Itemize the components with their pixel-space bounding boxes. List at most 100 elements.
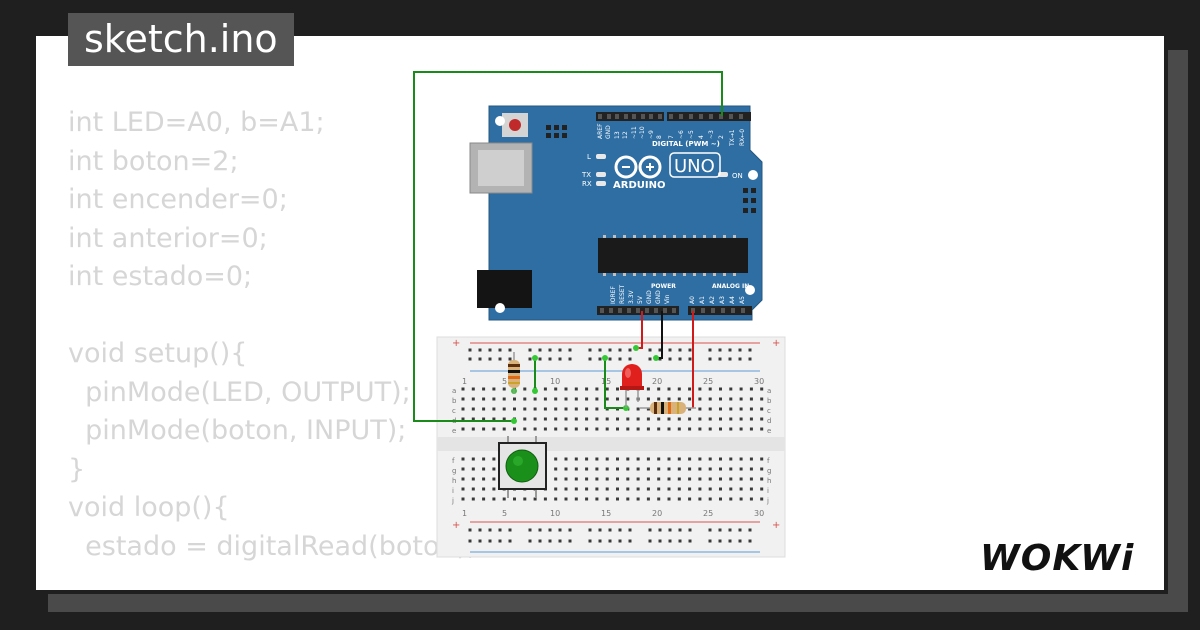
- power-pin-labels: IOREF RESET 3.3V 5V GND GND Vin: [610, 284, 671, 304]
- pin-label: RESET: [619, 284, 626, 304]
- wire-endpoints: [511, 345, 659, 424]
- pin-label: 2: [718, 135, 725, 139]
- brand-label: ARDUINO: [613, 180, 665, 191]
- row-letter: i: [452, 487, 454, 495]
- column-numbers-top: 1 5 10 15 20 25 30: [462, 377, 764, 386]
- row-letter: e: [767, 427, 771, 435]
- pin-label: GND: [605, 125, 612, 139]
- pin-label: A4: [729, 296, 736, 304]
- row-letter: j: [766, 497, 769, 505]
- red-led[interactable]: [620, 364, 644, 408]
- wokwi-logo-text: WOKWi: [980, 538, 1134, 578]
- l-label: L: [587, 153, 591, 161]
- row-letter: c: [767, 407, 771, 415]
- code-line: }: [68, 453, 86, 485]
- rail-sign: +: [772, 520, 780, 531]
- rx-label: RX: [582, 180, 592, 188]
- row-letter: e: [452, 427, 456, 435]
- wokwi-logo: WOKWi: [980, 538, 1134, 578]
- analog-pin-labels: A0 A1 A2 A3 A4 A5: [689, 296, 746, 304]
- code-line: int LED=A0, b=A1;: [68, 107, 325, 138]
- column-number: 30: [754, 377, 764, 386]
- code-line: estado = digitalRead(boton);: [68, 530, 477, 562]
- code-line: pinMode(LED, OUTPUT);: [68, 376, 411, 408]
- pin-label: A5: [739, 296, 746, 304]
- row-letter: c: [452, 407, 456, 415]
- code-line: int encender=0;: [68, 184, 288, 215]
- breadboard: + + + + 1 5 10 15 20 25 30 1 5 10 15 20 …: [436, 336, 786, 558]
- pin-label: GND: [655, 290, 662, 304]
- pin-label: A2: [709, 296, 716, 304]
- code-line: void loop(){: [68, 492, 230, 523]
- pin-label: ~10: [639, 126, 646, 139]
- power-label: POWER: [651, 283, 676, 290]
- pin-label: 13: [614, 131, 621, 139]
- code-block: int LED=A0, b=A1; int boton=2; int encen…: [68, 104, 476, 566]
- pin-label: ~5: [688, 130, 695, 139]
- row-letter: a: [452, 387, 456, 395]
- row-letters: a b c d e a b c d e f g h i j f g h i j: [451, 387, 772, 505]
- pin-label: AREF: [597, 123, 604, 139]
- column-number: 20: [652, 377, 662, 386]
- arduino-uno-board[interactable]: AREF GND 13 12 ~11 ~10 ~9 8 7 ~6 ~5 4 ~3…: [469, 105, 763, 321]
- row-letter: j: [451, 497, 454, 505]
- model-label: UNO: [674, 156, 715, 177]
- pin-label: Vin: [664, 294, 671, 304]
- column-number: 5: [502, 377, 507, 386]
- tx-label: TX: [581, 171, 591, 179]
- pin-label: ~6: [678, 130, 685, 139]
- column-number: 25: [703, 509, 713, 518]
- row-letter: g: [452, 467, 456, 475]
- pin-label: 7: [668, 135, 675, 139]
- file-title: sketch.ino: [68, 13, 294, 66]
- power-jack: [477, 270, 532, 308]
- row-letter: h: [452, 477, 456, 485]
- resistor-button-pulldown[interactable]: [508, 352, 520, 394]
- pin-label: ~11: [631, 126, 638, 139]
- analog-header: [688, 306, 752, 315]
- pin-label: 8: [656, 135, 663, 139]
- row-letter: h: [767, 477, 771, 485]
- row-letter: b: [767, 397, 772, 405]
- row-letter: f: [452, 457, 455, 465]
- status-leds: [596, 154, 728, 186]
- microcontroller-chip: [598, 238, 748, 273]
- icsp-header: [546, 125, 756, 213]
- column-number: 1: [462, 509, 467, 518]
- pushbutton[interactable]: [498, 436, 547, 498]
- rail-sign: +: [452, 338, 460, 349]
- column-number: 30: [754, 509, 764, 518]
- column-number: 10: [550, 509, 560, 518]
- rail-sign: +: [452, 520, 460, 531]
- row-letter: i: [767, 487, 769, 495]
- wire-led-gnd[interactable]: [604, 358, 626, 409]
- row-letter: d: [767, 417, 771, 425]
- digital-pin-labels: AREF GND 13 12 ~11 ~10 ~9 8 7 ~6 ~5 4 ~3…: [597, 123, 746, 147]
- column-numbers-bottom: 1 5 10 15 20 25 30: [462, 509, 764, 518]
- pin-label: GND: [646, 290, 653, 304]
- pin-label: A0: [689, 296, 696, 304]
- pin-label: 3.3V: [628, 289, 635, 304]
- column-number: 10: [550, 377, 560, 386]
- pin-label: 5V: [637, 295, 644, 304]
- code-line: int estado=0;: [68, 261, 253, 292]
- column-number: 15: [601, 509, 611, 518]
- column-number: 25: [703, 377, 713, 386]
- wire-pin2-to-button[interactable]: [413, 71, 723, 422]
- pin-label: 12: [622, 131, 629, 139]
- arduino-infinity-logo: [614, 155, 662, 179]
- code-line: void setup(){: [68, 338, 248, 369]
- pin-label: 4: [698, 135, 705, 139]
- digital-label: DIGITAL (PWM ~): [652, 140, 720, 148]
- column-number: 20: [652, 509, 662, 518]
- on-label: ON: [732, 172, 743, 180]
- rail-sign: +: [772, 338, 780, 349]
- row-letter: g: [767, 467, 771, 475]
- resistor-led[interactable]: [640, 402, 696, 414]
- code-line: int boton=2;: [68, 145, 239, 177]
- pin-label: RX←0: [739, 129, 746, 146]
- pin-label: IOREF: [610, 286, 617, 304]
- pin-label: A1: [699, 296, 706, 304]
- column-number: 1: [462, 377, 467, 386]
